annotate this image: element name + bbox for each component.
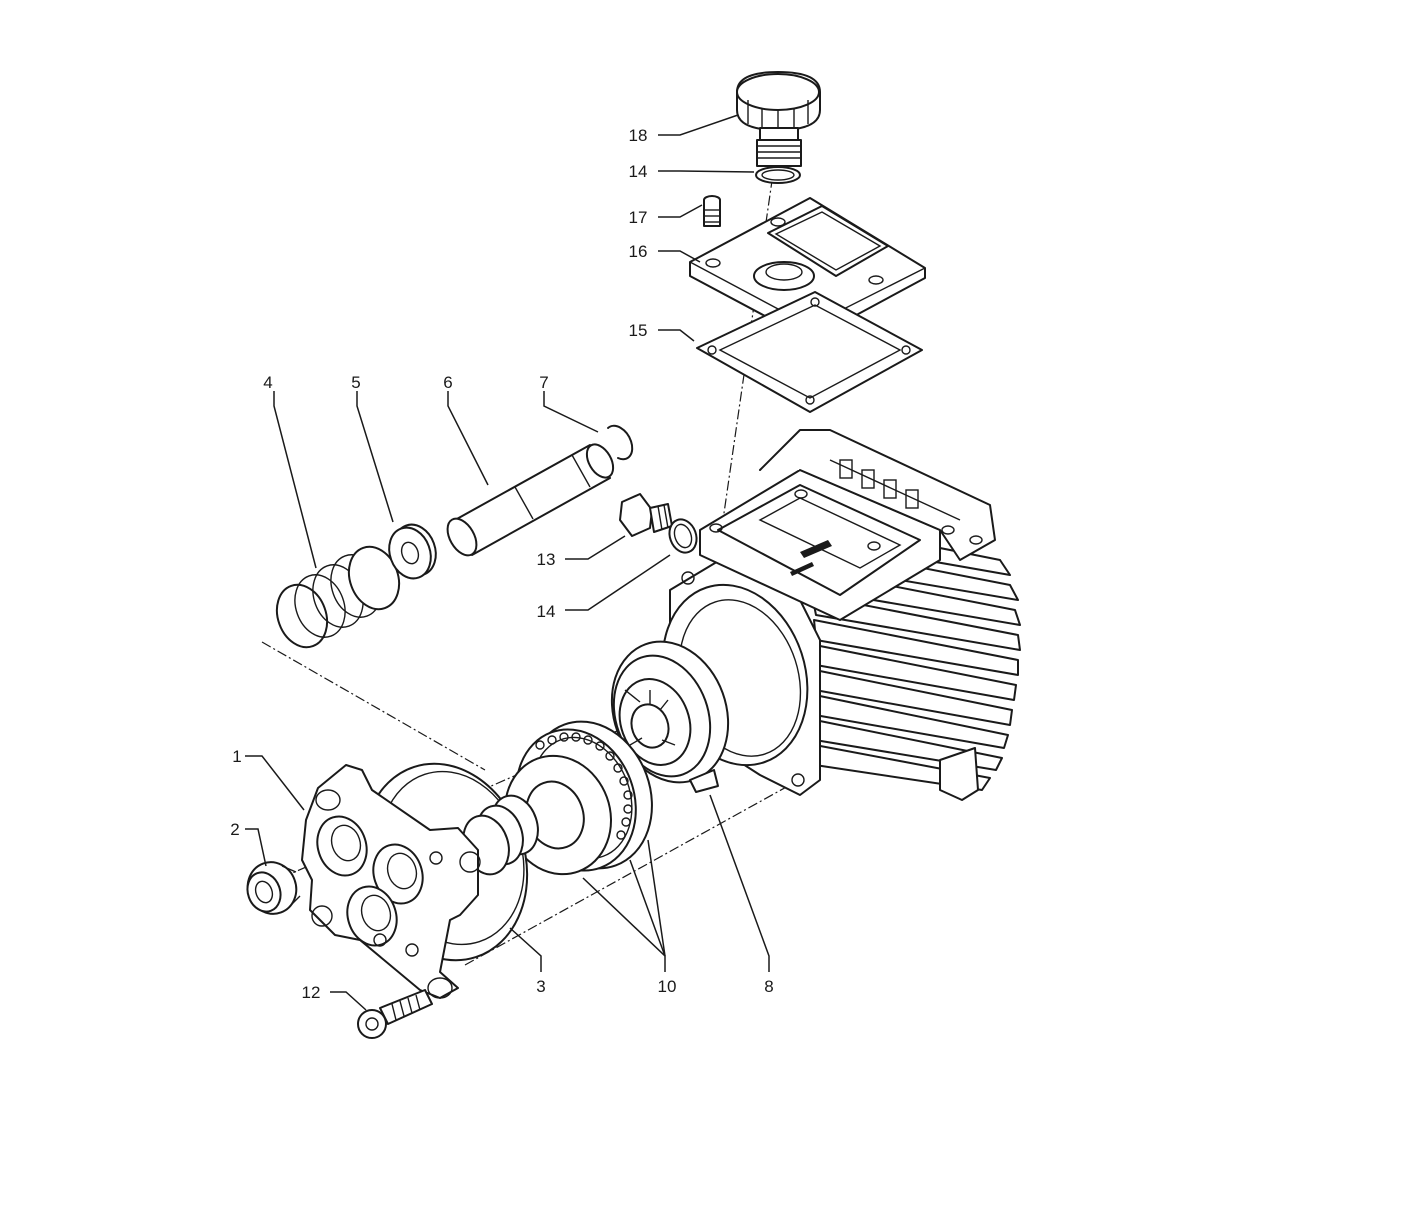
part-18-oil-filler-cap — [736, 71, 821, 167]
part-14-lower-seal-ring — [668, 518, 698, 554]
part-14-upper-seal-ring — [755, 166, 801, 184]
callout-4: 4 — [263, 373, 272, 392]
part-4-spring — [275, 545, 401, 649]
callout-8: 8 — [764, 977, 773, 996]
callout-3: 3 — [536, 977, 545, 996]
part-housing-crankcase — [661, 429, 1021, 801]
callout-14-upper: 14 — [629, 162, 648, 181]
part-12-screw — [357, 989, 433, 1039]
part-15-gasket — [696, 291, 923, 413]
callout-15: 15 — [629, 321, 648, 340]
part-13-drain-plug — [619, 493, 673, 537]
callout-7: 7 — [539, 373, 548, 392]
callout-12: 12 — [302, 983, 321, 1002]
part-17-screw — [703, 195, 721, 227]
part-6-plunger — [446, 443, 615, 557]
callout-5: 5 — [351, 373, 360, 392]
callout-14-lower: 14 — [537, 602, 556, 621]
part-2-plug — [246, 861, 301, 915]
callout-1: 1 — [232, 747, 241, 766]
part-8-bearing-flange — [610, 640, 730, 793]
callout-16: 16 — [629, 242, 648, 261]
callout-13: 13 — [537, 550, 556, 569]
part-5-retainer-washer — [388, 523, 437, 580]
callout-labels: 18 14 17 16 15 4 5 6 7 13 14 1 2 3 10 8 … — [230, 126, 773, 1002]
callout-6: 6 — [443, 373, 452, 392]
callout-17: 17 — [629, 208, 648, 227]
part-1-cylinder-head — [301, 764, 481, 999]
leader-lines — [245, 114, 770, 1011]
callout-18: 18 — [629, 126, 648, 145]
part-7-snap-ring — [607, 424, 634, 461]
callout-10: 10 — [658, 977, 677, 996]
callout-2: 2 — [230, 820, 239, 839]
